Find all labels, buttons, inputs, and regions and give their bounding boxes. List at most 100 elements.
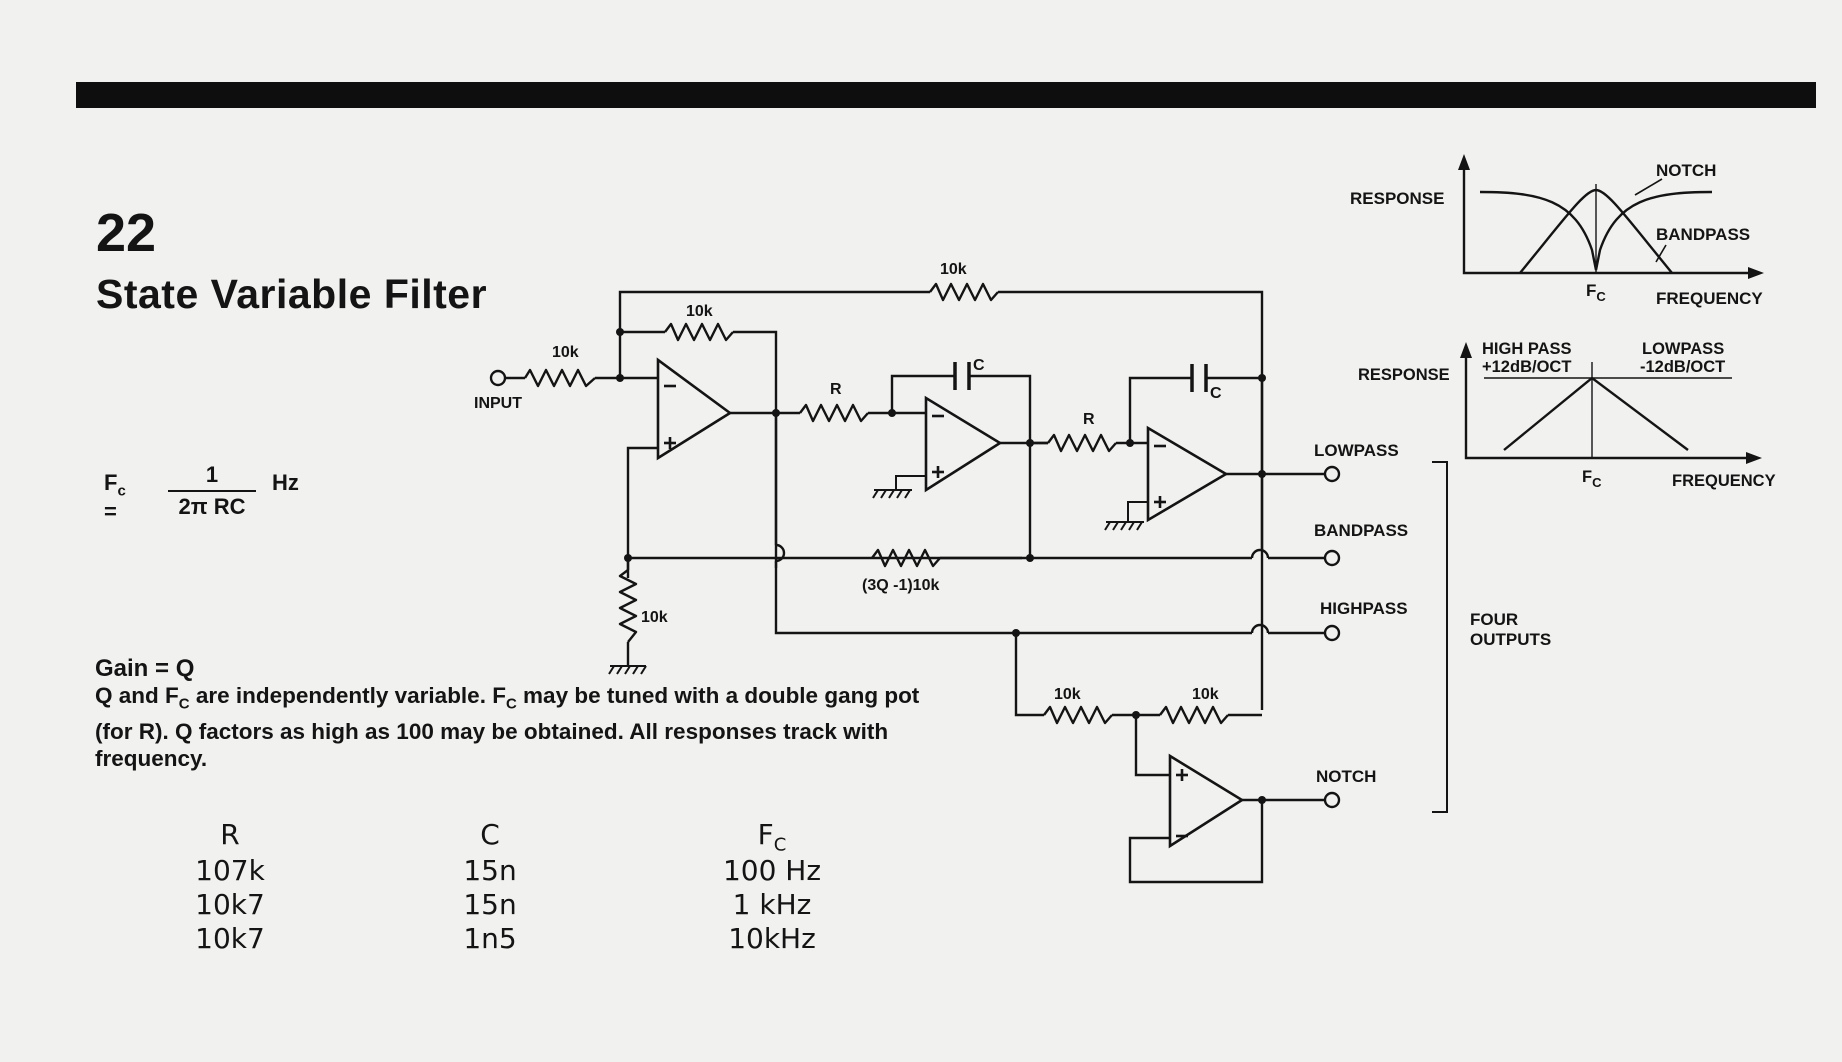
y-axis-arrow-icon (1458, 154, 1470, 170)
table-cell: 10k7 (195, 922, 265, 955)
table-cell: 10kHz (728, 922, 816, 955)
resistor-r1 (799, 403, 869, 423)
r-integrator-2-label: R (1083, 411, 1095, 428)
formula-unit: Hz (272, 470, 299, 495)
ground-symbols (608, 475, 1148, 675)
description-text: Q and FC are independently variable. FC … (95, 683, 920, 771)
input-label: INPUT (474, 395, 522, 412)
table-cell: 100 Hz (722, 854, 822, 887)
capacitor-c1 (953, 362, 971, 390)
top-rule (76, 82, 1816, 108)
notch-curve (1479, 190, 1713, 271)
r-feedback-outer-label: 10k (940, 261, 967, 278)
graph2-highpass-label: HIGH PASS (1482, 340, 1572, 358)
graph2-x-label: FREQUENCY (1672, 472, 1776, 490)
resistor-notch-2 (1159, 705, 1229, 725)
graph1-fc-label: FC (1586, 281, 1606, 304)
notch-label: NOTCH (1316, 767, 1376, 786)
bandpass-label: BANDPASS (1314, 521, 1408, 540)
lowpass-label: LOWPASS (1314, 441, 1399, 460)
input-terminal (489, 369, 507, 387)
r-feedback-inner-label: 10k (686, 303, 713, 320)
formula-denominator: 2π RC (178, 494, 246, 519)
resistor-r2 (1047, 433, 1117, 453)
notch-terminal (1323, 791, 1341, 809)
resistor-feedback-outer (929, 282, 999, 302)
section-number: 22 (96, 203, 157, 263)
table-cell: 15n (463, 888, 517, 921)
bandpass-terminal (1323, 549, 1341, 567)
x-axis-arrow-icon (1748, 267, 1764, 279)
r-notch-1-label: 10k (1054, 686, 1081, 703)
graph2-y-label: RESPONSE (1358, 366, 1450, 384)
r-q-label: (3Q -1)10k (862, 577, 939, 594)
page-title: State Variable Filter (96, 271, 488, 317)
graph1-bandpass-label: BANDPASS (1656, 225, 1750, 244)
formula-numerator: 1 (168, 462, 256, 492)
table-header-fc: FC (757, 818, 787, 856)
four-outputs-label-2: OUTPUTS (1470, 630, 1551, 649)
table-cell: 107k (195, 854, 265, 887)
op-amps (656, 357, 1245, 849)
lowpass-curve (1591, 377, 1689, 451)
table-cell: 1 kHz (732, 888, 812, 921)
y-axis (1464, 350, 1758, 460)
formula-lhs: Fc = (104, 470, 126, 525)
bandpass-curve (1519, 188, 1673, 274)
ground-icon (1104, 501, 1148, 531)
resistor-notch-1 (1043, 705, 1113, 725)
y-axis-arrow-icon (1460, 342, 1472, 358)
graph2-lowpass-label: LOWPASS (1642, 340, 1724, 358)
capacitor-c2 (1190, 364, 1208, 392)
x-axis-arrow-icon (1746, 452, 1762, 464)
c-integrator-2-label: C (1210, 385, 1222, 402)
graph2-fc-label: FC (1582, 468, 1602, 490)
table-cell: 1n5 (463, 922, 517, 955)
graph1-x-label: FREQUENCY (1656, 289, 1763, 308)
ground-icon (872, 475, 926, 499)
r-notch-2-label: 10k (1192, 686, 1219, 703)
lowpass-terminal (1323, 465, 1341, 483)
gain-line: Gain = Q (95, 655, 195, 682)
resistor-feedback-inner (664, 322, 734, 342)
table-column-fc: FC 100 Hz 1 kHz 10kHz (692, 816, 852, 956)
schematic-labels: INPUT 10k 10k 10k R R C C (3Q -1)10k 10k… (474, 261, 1551, 786)
resistor-q (871, 548, 941, 568)
r-ground-label: 10k (641, 609, 668, 626)
formula-fraction: 1 2π RC (168, 462, 256, 520)
junction-dots (616, 328, 1266, 804)
response-graph-highpass-lowpass: RESPONSE FREQUENCY HIGH PASS +12dB/OCT L… (1358, 340, 1776, 490)
op-amp-2 (924, 395, 1003, 493)
r-integrator-1-label: R (830, 381, 842, 398)
graph1-y-label: RESPONSE (1350, 189, 1444, 208)
outputs-bracket (1432, 461, 1448, 813)
terminals (489, 369, 1341, 809)
table-cell: 10k7 (195, 888, 265, 921)
highpass-curve (1503, 377, 1593, 451)
four-outputs-label-1: FOUR (1470, 610, 1518, 629)
table-header-r: R (220, 818, 240, 851)
graph1-notch-label: NOTCH (1656, 161, 1716, 180)
resistors (523, 282, 1229, 725)
op-amp-notch (1168, 753, 1245, 849)
c-integrator-1-label: C (973, 357, 985, 374)
response-graph-notch-bandpass: RESPONSE FREQUENCY NOTCH BANDPASS FC (1350, 154, 1764, 308)
op-amp-1 (656, 357, 733, 461)
table-column-r: R 107k 10k7 10k7 (150, 816, 310, 956)
resistor-input (523, 368, 596, 388)
graph2-highpass-slope: +12dB/OCT (1482, 358, 1571, 376)
table-column-c: C 15n 15n 1n5 (410, 816, 570, 956)
resistor-ground (618, 569, 638, 643)
table-header-c: C (480, 818, 500, 851)
y-axis (1462, 160, 1758, 275)
ground-icon (608, 665, 647, 675)
description: Gain = Q Q and FC are independently vari… (95, 655, 955, 772)
highpass-label: HIGHPASS (1320, 599, 1408, 618)
op-amp-3 (1146, 425, 1229, 523)
graph2-lowpass-slope: -12dB/OCT (1640, 358, 1725, 376)
table-cell: 15n (463, 854, 517, 887)
capacitors (953, 362, 1208, 392)
highpass-terminal (1323, 624, 1341, 642)
r-input-label: 10k (552, 344, 579, 361)
